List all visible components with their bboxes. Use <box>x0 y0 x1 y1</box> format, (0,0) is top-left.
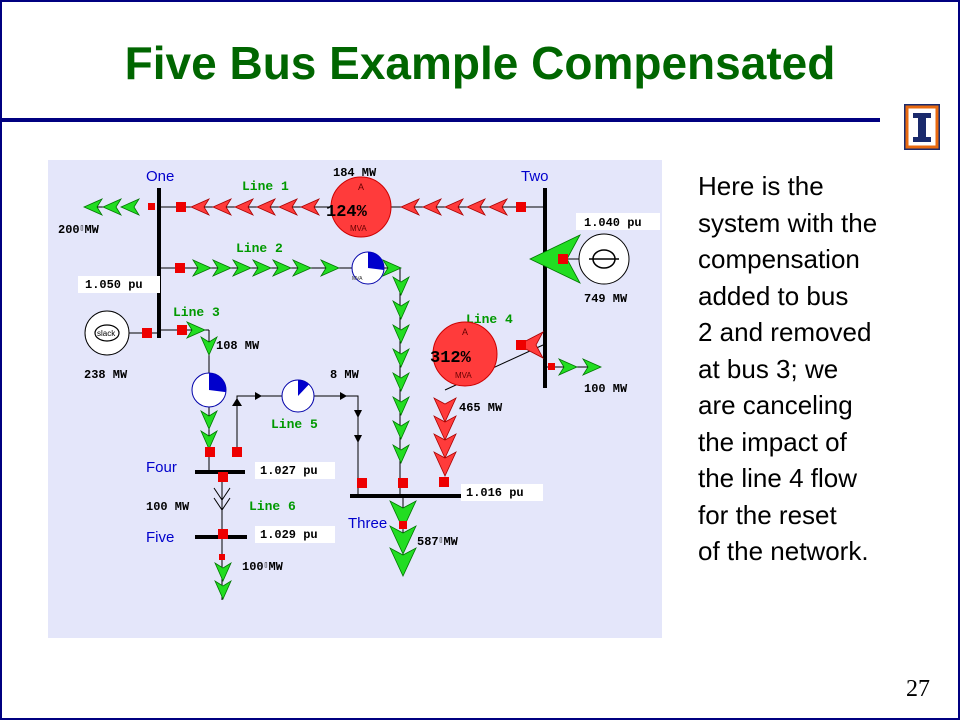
line5-gauge <box>281 379 315 413</box>
body-line: 2 and removed <box>698 317 872 347</box>
line5-arrows <box>232 392 362 443</box>
bus-four-label: Four <box>146 459 177 476</box>
diagram-background <box>48 160 662 638</box>
body-line: the line 4 flow <box>698 463 857 493</box>
body-line: compensation <box>698 244 860 274</box>
line5-label: Line 5 <box>271 417 318 432</box>
load5-value: 100▯MW <box>242 560 284 574</box>
slack-out-value: 200▯MW <box>58 223 100 237</box>
line2-gauge: MVA <box>351 251 385 285</box>
line4-arrows <box>433 331 544 477</box>
bus-two-label: Two <box>521 168 549 185</box>
body-line: system with the <box>698 207 878 238</box>
slack-out-arrows <box>83 198 155 216</box>
line6-arrows <box>213 487 231 511</box>
line3-label: Line 3 <box>173 305 220 320</box>
slack-generator-icon: slack <box>84 310 157 356</box>
bus2-voltage: 1.040 pu <box>584 216 642 230</box>
line4-loading: 312% <box>430 349 472 368</box>
bus-two-bar <box>543 188 547 388</box>
line6-flow: 100 MW <box>146 500 190 514</box>
title-rule <box>0 118 880 122</box>
load3-value: 587▯MW <box>417 535 459 549</box>
line2-label: Line 2 <box>236 241 283 256</box>
svg-text:slack: slack <box>97 329 116 338</box>
body-line: for the reset <box>698 499 837 530</box>
body-line: are canceling <box>698 390 853 420</box>
bus1-voltage: 1.050 pu <box>85 278 143 292</box>
line5-flow: 8 MW <box>330 368 360 382</box>
bus-three-bar <box>350 494 462 498</box>
load2-value: 100 MW <box>584 382 628 396</box>
line1-loading: 124% <box>326 203 368 222</box>
body-line: of the network. <box>698 536 869 566</box>
bus3-voltage: 1.016 pu <box>466 486 524 500</box>
bus-three-label: Three <box>348 515 387 532</box>
bus4-voltage: 1.027 pu <box>260 464 318 478</box>
university-logo-icon <box>904 104 940 150</box>
line4-label: Line 4 <box>466 312 513 327</box>
load-two-arrows <box>547 358 602 376</box>
line4-flow: 465 MW <box>459 401 503 415</box>
body-line: Here is the <box>698 171 824 201</box>
bus5-voltage: 1.029 pu <box>260 528 318 542</box>
line4-meter: A 312% MVA <box>430 321 498 387</box>
body-text: Here is the system with the compensation… <box>698 168 948 570</box>
line3-gauge <box>191 372 227 408</box>
line1-label: Line 1 <box>242 179 289 194</box>
line3-flow: 108 MW <box>216 339 260 353</box>
power-system-diagram: One Two Four Five Three Line 1 184 MW A … <box>48 160 662 638</box>
gen2-output: 749 MW <box>584 292 628 306</box>
bus-five-label: Five <box>146 529 174 546</box>
svg-text:A: A <box>358 182 364 192</box>
body-line: the impact of <box>698 426 847 457</box>
slack-output: 238 MW <box>84 368 128 382</box>
line1-flow: 184 MW <box>333 166 377 180</box>
page-number: 27 <box>906 676 930 702</box>
svg-text:MVA: MVA <box>350 224 367 233</box>
bus-one-label: One <box>146 168 174 185</box>
svg-text:MVA: MVA <box>352 276 363 282</box>
svg-text:A: A <box>462 327 468 337</box>
load-three-arrows <box>389 498 417 577</box>
body-line: added to bus <box>698 280 849 311</box>
line1-meter: A 124% MVA <box>326 176 392 238</box>
bus-one-bar <box>157 188 161 338</box>
slide-title: Five Bus Example Compensated <box>124 37 836 89</box>
generator-two-icon <box>529 233 630 285</box>
body-line: at bus 3; we <box>698 353 839 384</box>
load-five-arrows <box>214 539 232 600</box>
svg-text:MVA: MVA <box>455 371 472 380</box>
line6-label: Line 6 <box>249 499 296 514</box>
